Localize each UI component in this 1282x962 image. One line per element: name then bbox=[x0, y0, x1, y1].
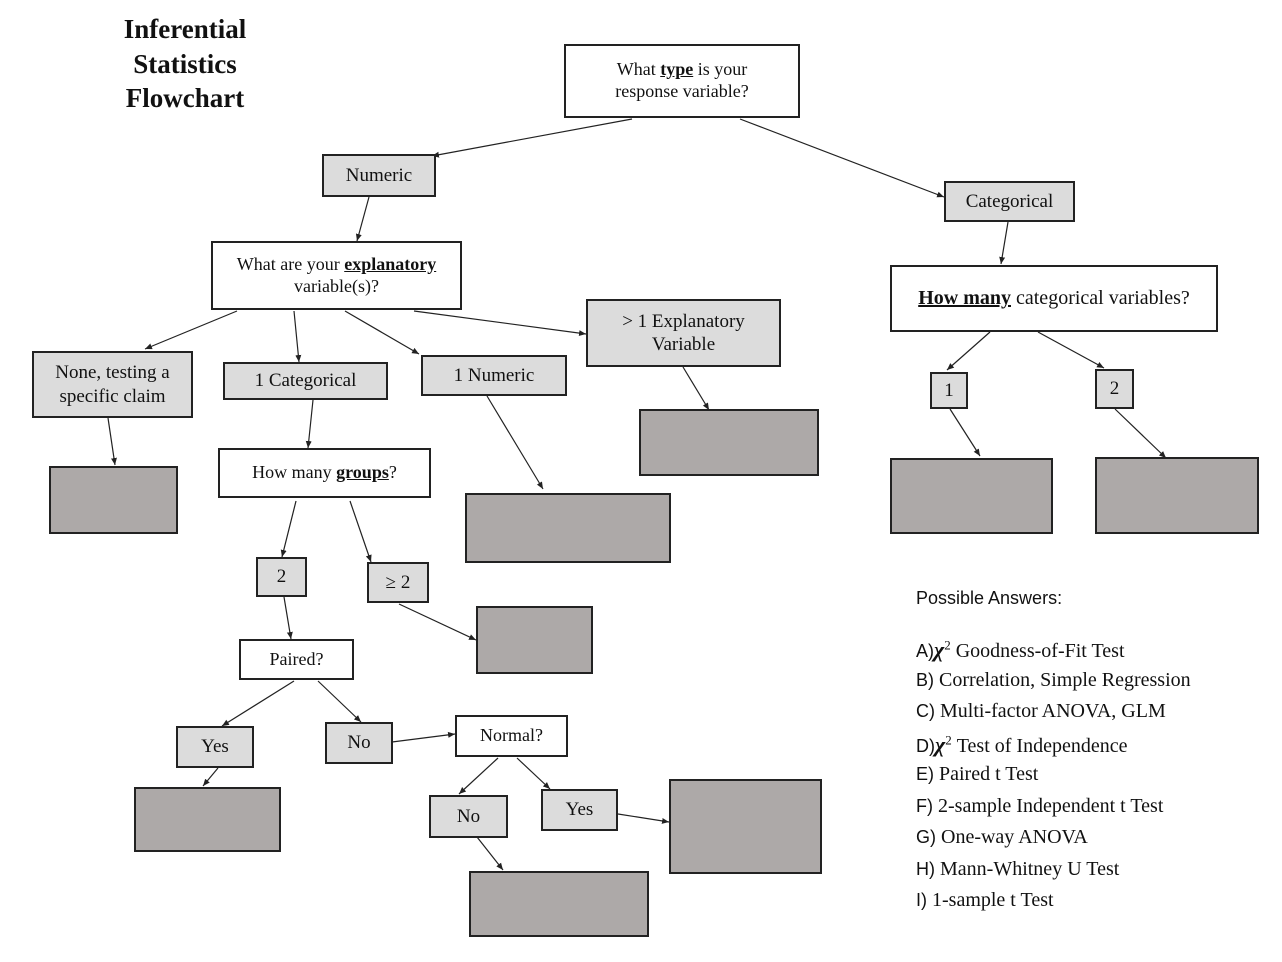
arrow-paired-to-no bbox=[317, 680, 362, 723]
arrow-categorical-to-howmany bbox=[999, 221, 1009, 265]
arrow-no-to-normal bbox=[391, 731, 456, 743]
multi-explanatory-label: > 1 Explanatory Variable bbox=[586, 299, 781, 367]
arrow-1cat-to-groups bbox=[305, 399, 314, 449]
arrow-normal-to-yes bbox=[516, 757, 551, 790]
none-testing-claim-label: None, testing a specific claim bbox=[32, 351, 193, 418]
arrow-paired-to-yes bbox=[221, 680, 295, 727]
arrow-1num-to-answer bbox=[486, 395, 544, 490]
legend-heading: Possible Answers: bbox=[916, 588, 1063, 608]
arrow-howmany-to-1 bbox=[946, 331, 991, 371]
legend-item-h: H) Mann-Whitney U Test bbox=[916, 857, 1120, 880]
answer-box-paired-yes[interactable] bbox=[134, 787, 281, 852]
arrow-explanatory-to-multi bbox=[413, 310, 587, 337]
legend-item-f: F) 2-sample Independent t Test bbox=[916, 794, 1164, 817]
normal-question: Normal? bbox=[455, 715, 568, 757]
normal-no-label: No bbox=[429, 795, 508, 838]
how-many-categorical-question: How many categorical variables? bbox=[890, 265, 1218, 332]
arrow-1-to-answer bbox=[949, 408, 981, 457]
one-numeric-label: 1 Numeric bbox=[421, 355, 567, 396]
answer-box-normal-yes[interactable] bbox=[669, 779, 822, 874]
answer-box-1numeric[interactable] bbox=[465, 493, 671, 563]
numeric-label: Numeric bbox=[322, 154, 436, 197]
explanatory-question: What are your explanatory variable(s)? bbox=[211, 241, 462, 310]
two-categorical-variables-label: 2 bbox=[1095, 369, 1134, 409]
arrow-groups-to-2 bbox=[280, 500, 297, 558]
legend-item-d: D)χ2 Test of Independence bbox=[916, 731, 1128, 757]
arrow-ge2-to-answer bbox=[398, 603, 477, 641]
paired-question: Paired? bbox=[239, 639, 354, 680]
how-many-groups-question: How many groups? bbox=[218, 448, 431, 498]
legend-item-g: G) One-way ANOVA bbox=[916, 826, 1088, 848]
groups-ge-two-label: ≥ 2 bbox=[367, 562, 429, 603]
answer-box-cat-2[interactable] bbox=[1095, 457, 1259, 534]
arrow-groups-to-ge2 bbox=[349, 500, 372, 563]
arrow-yes-to-answer bbox=[202, 767, 219, 787]
response-type-question: What type is your response variable? bbox=[564, 44, 800, 118]
arrow-none-to-answer bbox=[107, 417, 117, 466]
normal-yes-label: Yes bbox=[541, 789, 618, 831]
answer-box-multi[interactable] bbox=[639, 409, 819, 476]
arrow-normal-to-no bbox=[458, 757, 499, 795]
one-categorical-label: 1 Categorical bbox=[223, 362, 388, 400]
possible-answers-legend: Possible Answers: A)χ2 Goodness-of-Fit T… bbox=[916, 588, 1191, 921]
legend-item-a: A)χ2 Goodness-of-Fit Test bbox=[916, 637, 1125, 662]
page-title: Inferential Statistics Flowchart bbox=[123, 14, 247, 114]
arrow-type-to-categorical bbox=[739, 118, 945, 198]
arrow-2-to-answer bbox=[1114, 408, 1167, 459]
legend-item-b: B) Correlation, Simple Regression bbox=[916, 668, 1191, 691]
legend-item-c: C) Multi-factor ANOVA, GLM bbox=[916, 700, 1166, 722]
arrow-explanatory-to-none bbox=[144, 310, 238, 350]
answer-box-normal-no[interactable] bbox=[469, 871, 649, 937]
paired-no-label: No bbox=[325, 722, 393, 764]
groups-two-label: 2 bbox=[256, 557, 307, 597]
arrow-explanatory-to-1num bbox=[344, 310, 420, 355]
answer-box-none[interactable] bbox=[49, 466, 178, 534]
arrow-numeric-to-explanatory bbox=[355, 196, 370, 242]
answer-box-ge2[interactable] bbox=[476, 606, 593, 674]
legend-item-i: I) 1-sample t Test bbox=[916, 889, 1054, 911]
one-categorical-variable-label: 1 bbox=[930, 372, 968, 409]
answer-box-cat-1[interactable] bbox=[890, 458, 1053, 534]
arrow-type-to-numeric bbox=[431, 118, 633, 158]
arrow-normal-no-to-answer bbox=[476, 836, 504, 871]
arrow-multi-to-answer bbox=[682, 366, 710, 411]
arrow-2-to-paired bbox=[283, 596, 293, 640]
paired-yes-label: Yes bbox=[176, 726, 254, 768]
legend-item-e: E) Paired t Test bbox=[916, 763, 1039, 785]
arrow-explanatory-to-1cat bbox=[293, 310, 302, 363]
categorical-label: Categorical bbox=[944, 181, 1075, 222]
arrow-normal-yes-to-answer bbox=[617, 813, 670, 824]
arrow-howmany-to-2 bbox=[1037, 331, 1105, 369]
